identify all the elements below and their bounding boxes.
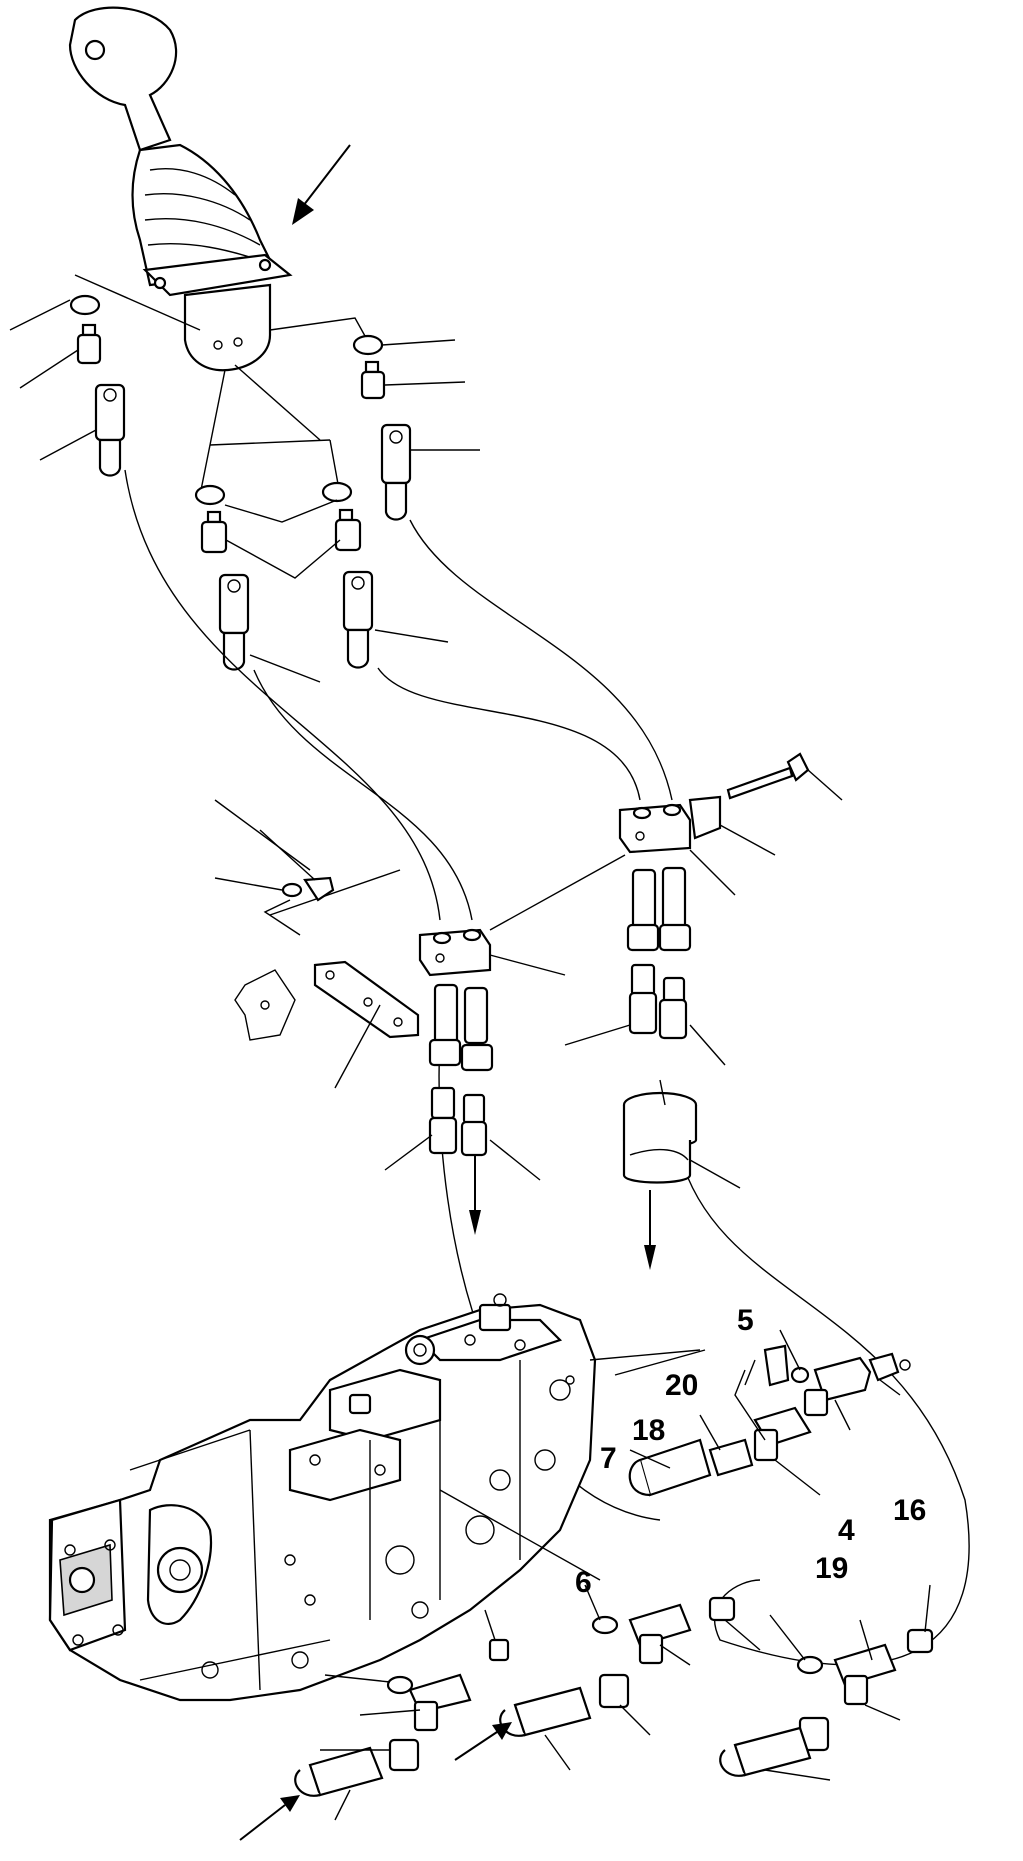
direction-arrow-icon [292,144,351,225]
callout-5: 5 [737,1304,754,1337]
callout-6: 6 [575,1566,592,1599]
left-fitting-stack [9,294,126,477]
callout-18: 18 [632,1414,665,1447]
callout-7: 7 [600,1442,617,1475]
callout-19: 19 [815,1552,848,1585]
fitting-group-right [628,1329,911,1497]
joystick-assembly [68,6,293,372]
callout-labels: 5 20 18 7 16 4 19 6 [575,1304,926,1599]
right-clamp-assembly [564,752,843,1270]
callout-16: 16 [893,1494,926,1527]
callout-4: 4 [838,1514,855,1547]
callout-20: 20 [665,1369,698,1402]
right-upper-fitting-stack [352,334,480,521]
control-valve-block [48,1293,706,1702]
lower-fittings [239,1584,934,1841]
left-clamp-assembly [214,799,626,1235]
center-fitting-stacks [194,481,449,683]
